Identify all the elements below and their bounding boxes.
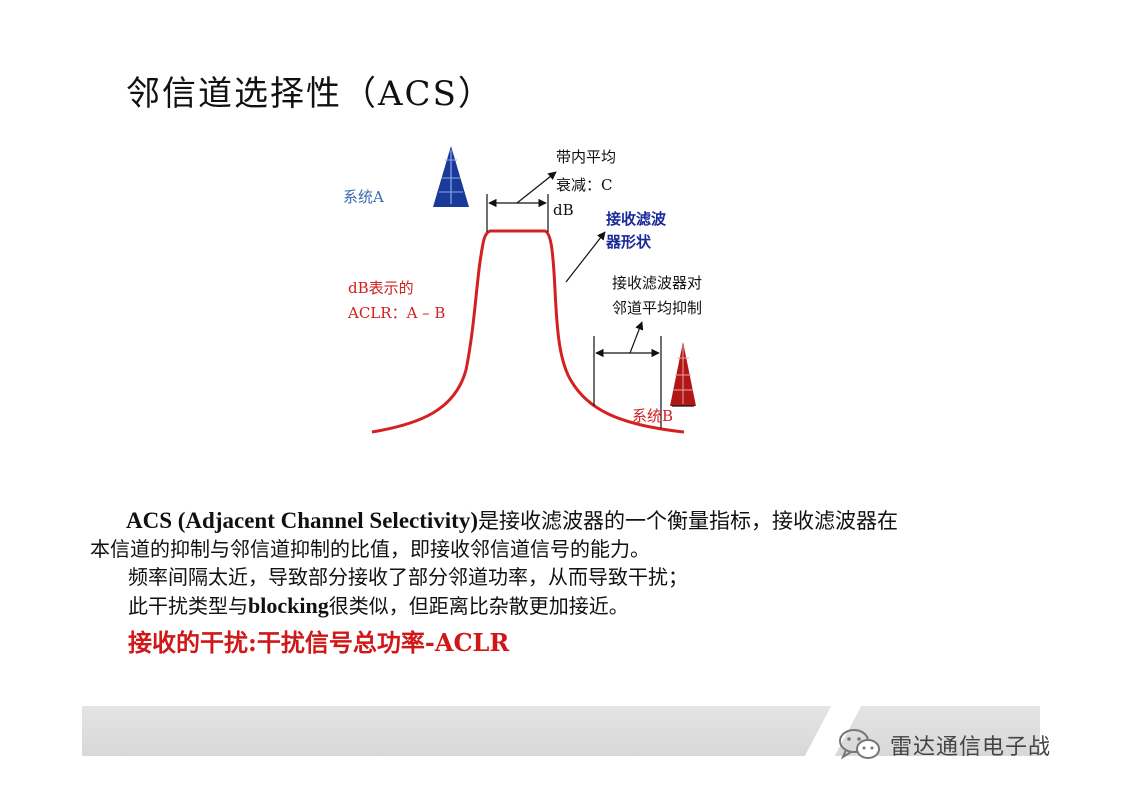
body-line-4: 此干扰类型与blocking很类似，但距离比杂散更加接近。 (128, 590, 629, 619)
filter-response-curve (371, 229, 685, 434)
inband-label-line1: 带内平均 (556, 148, 616, 166)
tower-a-icon (433, 146, 469, 207)
system-b-label: 系统B (632, 407, 673, 425)
wechat-icon (839, 729, 880, 760)
system-a-label: 系统A (343, 188, 384, 206)
blocking-term: blocking (248, 593, 329, 618)
adjacent-suppression-label-line1: 接收滤波器对 (612, 274, 702, 292)
watermark: 雷达通信电子战 (838, 728, 1051, 762)
tower-b-icon (670, 342, 696, 407)
aclr-label-line1: dB表示的 (348, 279, 414, 297)
interference-formula: 接收的干扰:干扰信号总功率-ACLR (128, 628, 510, 657)
body-line-4-a: 此干扰类型与 (128, 594, 248, 618)
body-line-1-text: 是接收滤波器的一个衡量指标，接收滤波器在 (478, 509, 898, 533)
inband-attenuation-marker (486, 171, 557, 232)
acs-term: ACS (Adjacent Channel Selectivity) (126, 508, 478, 533)
body-line-2: 本信道的抑制与邻信道抑制的比值，即接收邻信道信号的能力。 (90, 537, 650, 561)
inband-label-line3: dB (553, 201, 574, 219)
adjacent-suppression-marker (593, 321, 662, 428)
footer-band (82, 706, 1040, 756)
adjacent-suppression-label-line2: 邻道平均抑制 (612, 299, 702, 317)
filter-shape-label-line1: 接收滤波 (606, 210, 667, 228)
inband-label-line2: 衰减：C (556, 176, 612, 194)
body-line-1: ACS (Adjacent Channel Selectivity)是接收滤波器… (126, 505, 898, 535)
body-line-4-b: 很类似，但距离比杂散更加接近。 (328, 594, 629, 618)
page-title: 邻信道选择性（ACS） (126, 74, 494, 114)
body-line-3: 频率间隔太近，导致部分接收了部分邻道功率，从而导致干扰； (128, 565, 688, 589)
watermark-text: 雷达通信电子战 (890, 735, 1052, 760)
filter-shape-arrow (565, 231, 606, 283)
filter-shape-label-line2: 器形状 (605, 233, 652, 251)
aclr-label-line2: ACLR：A – B (347, 304, 445, 322)
